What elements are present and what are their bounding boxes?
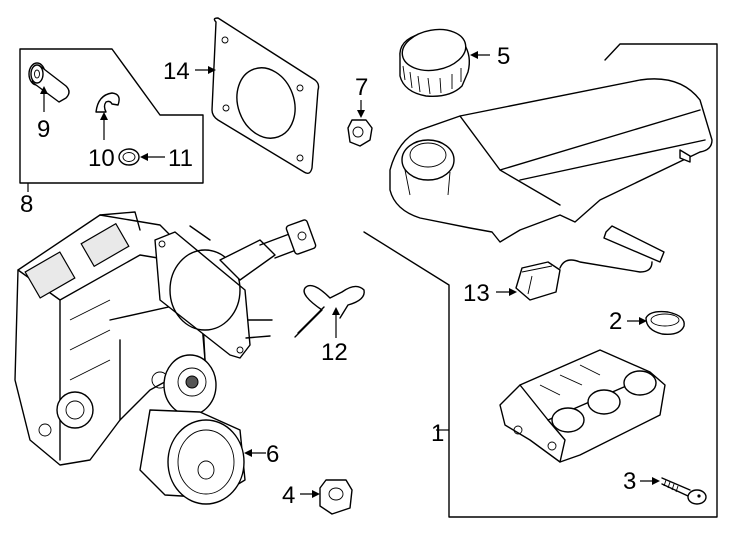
nut-icon-7 bbox=[347, 100, 373, 147]
callout-7: 7 bbox=[355, 74, 368, 101]
pin-kit-group-box bbox=[19, 48, 204, 192]
gasket-icon bbox=[195, 17, 320, 175]
grommet-icon bbox=[627, 310, 685, 336]
callout-4: 4 bbox=[282, 482, 295, 509]
washer-icon bbox=[118, 148, 165, 166]
callout-12: 12 bbox=[321, 339, 348, 366]
fluid-reservoir-icon bbox=[389, 78, 713, 243]
callout-14: 14 bbox=[163, 58, 190, 85]
nut-icon-4 bbox=[300, 479, 353, 515]
reservoir-cap-icon bbox=[399, 28, 490, 97]
clevis-pin-icon bbox=[28, 62, 70, 112]
callout-1: 1 bbox=[431, 420, 444, 447]
callout-3: 3 bbox=[623, 468, 636, 495]
callout-11: 11 bbox=[168, 145, 193, 172]
master-cylinder-box bbox=[363, 43, 718, 518]
callout-13: 13 bbox=[463, 280, 490, 307]
brake-booster-assembly-icon bbox=[14, 211, 317, 505]
callout-5: 5 bbox=[497, 43, 510, 70]
clip-icon bbox=[95, 92, 120, 140]
bolt-icon bbox=[640, 477, 707, 505]
fluid-level-sensor-icon bbox=[496, 225, 665, 301]
callout-10: 10 bbox=[88, 145, 115, 172]
callout-8: 8 bbox=[20, 191, 33, 218]
callout-9: 9 bbox=[37, 116, 50, 143]
retaining-clip-icon bbox=[294, 284, 365, 338]
callout-2: 2 bbox=[609, 308, 622, 335]
master-cylinder-body-icon bbox=[499, 349, 666, 463]
callout-6: 6 bbox=[266, 441, 279, 468]
